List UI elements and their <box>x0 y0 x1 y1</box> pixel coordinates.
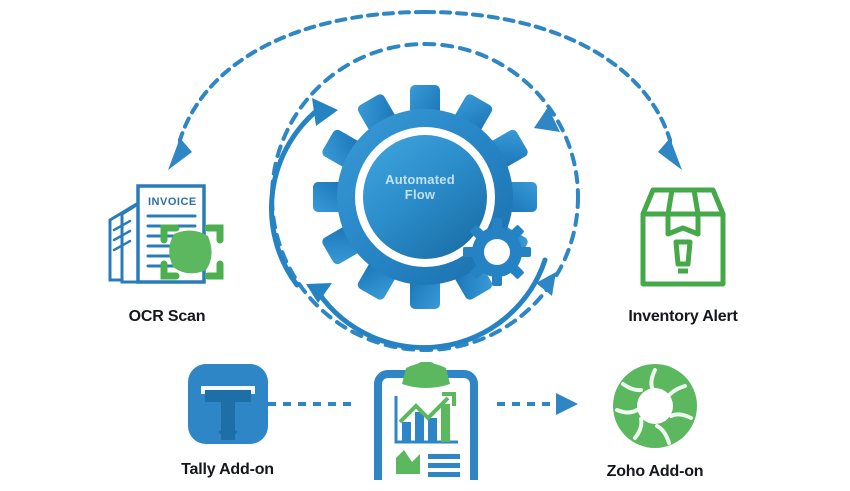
node-report-clipboard[interactable] <box>370 362 482 491</box>
arc-to-ocr <box>168 10 427 170</box>
diagram-canvas: Automated Flow INVOICE <box>92 10 768 491</box>
invoice-document-scan-icon: INVOICE <box>102 172 232 302</box>
zoho-ring-logo-icon <box>609 362 701 457</box>
node-ocr-scan-label: OCR Scan <box>128 308 206 325</box>
node-inventory-alert-label: Inventory Alert <box>628 308 738 325</box>
tally-logo-icon <box>183 362 273 455</box>
small-gear-icon <box>463 218 531 286</box>
report-to-zoho <box>497 393 578 415</box>
node-zoho-addon-label: Zoho Add-on <box>606 463 704 480</box>
orbit-solid-arc-top <box>269 98 338 288</box>
node-tally-addon-label: Tally Add-on <box>181 461 274 478</box>
connectors-layer <box>168 10 682 415</box>
node-tally-addon[interactable]: Tally Add-on <box>140 362 315 479</box>
gear-icon <box>313 85 537 309</box>
svg-text:INVOICE: INVOICE <box>148 196 197 208</box>
inventory-box-alert-icon <box>628 172 738 302</box>
orbit-solid-arc-bottom <box>306 257 548 351</box>
node-ocr-scan[interactable]: INVOICE OCR <box>92 172 242 326</box>
clipboard-chart-icon <box>370 362 482 491</box>
node-zoho-addon[interactable]: Zoho Add-on <box>560 362 750 481</box>
node-inventory-alert[interactable]: Inventory Alert <box>598 172 768 326</box>
arc-to-inventory <box>423 10 682 170</box>
center-gear-graphic <box>313 85 537 309</box>
